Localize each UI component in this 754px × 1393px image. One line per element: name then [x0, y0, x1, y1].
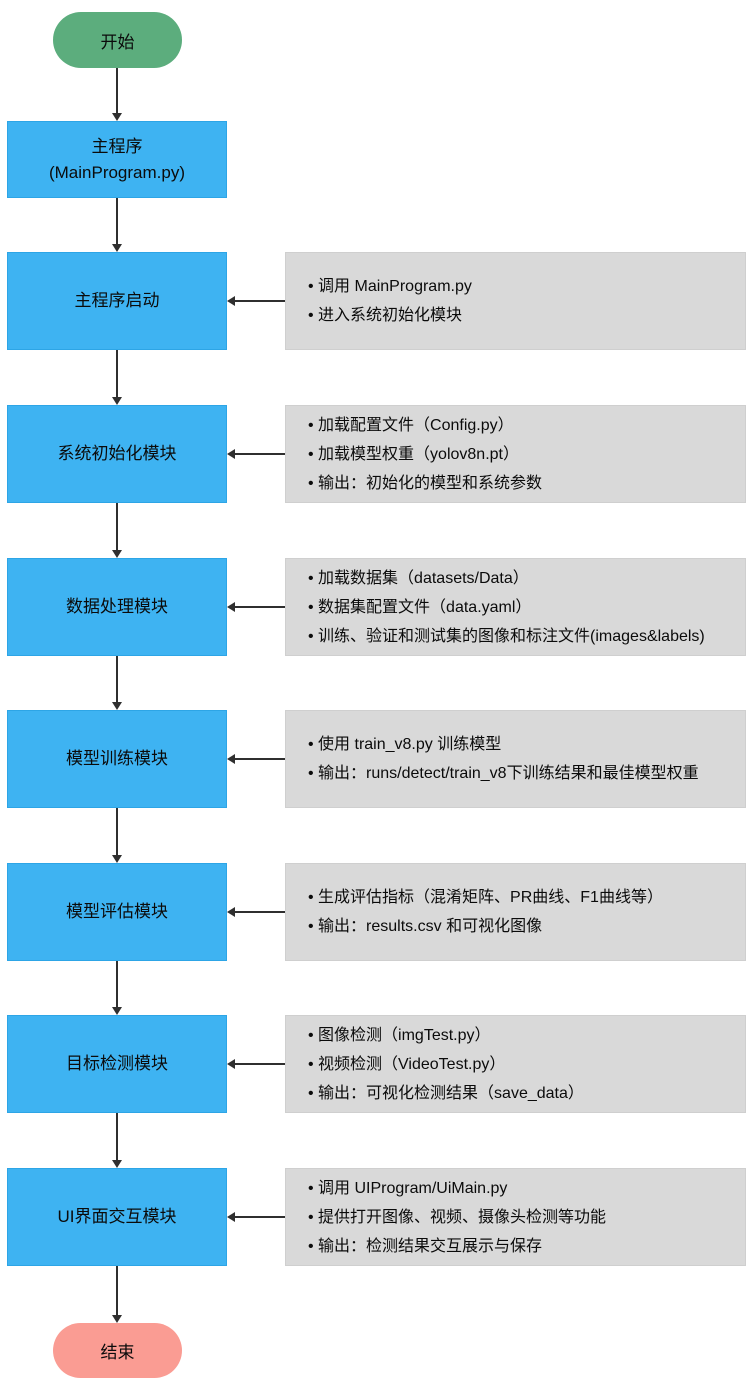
- step-label: UI界面交互模块: [57, 1207, 177, 1226]
- note-line: 使用 train_v8.py 训练模型: [308, 730, 737, 759]
- note-line: 生成评估指标（混淆矩阵、PR曲线、F1曲线等）: [308, 883, 737, 912]
- arrow-note-to-data-icon: [227, 601, 285, 613]
- note-box-launch: 调用 MainProgram.py 进入系统初始化模块: [285, 252, 746, 350]
- note-line: 输出：检测结果交互展示与保存: [308, 1232, 737, 1261]
- note-line: 进入系统初始化模块: [308, 301, 737, 330]
- note-line: 加载模型权重（yolov8n.pt）: [308, 440, 737, 469]
- arrow-note-to-detect-icon: [227, 1058, 285, 1070]
- arrow-ui-to-end-icon: [111, 1266, 123, 1323]
- note-line: 输出：results.csv 和可视化图像: [308, 912, 737, 941]
- step-label: 数据处理模块: [66, 597, 168, 616]
- arrow-data-to-train-icon: [111, 656, 123, 710]
- step-box-eval: 模型评估模块: [7, 863, 227, 961]
- note-line: 调用 MainProgram.py: [308, 272, 737, 301]
- step-label: 主程序启动: [74, 291, 160, 310]
- arrow-detect-to-ui-icon: [111, 1113, 123, 1168]
- arrow-main-to-launch-icon: [111, 198, 123, 252]
- arrow-init-to-data-icon: [111, 503, 123, 558]
- arrow-eval-to-detect-icon: [111, 961, 123, 1015]
- note-line: 提供打开图像、视频、摄像头检测等功能: [308, 1203, 737, 1232]
- note-line: 输出：初始化的模型和系统参数: [308, 469, 737, 498]
- step-label: 目标检测模块: [66, 1054, 168, 1073]
- step-box-init: 系统初始化模块: [7, 405, 227, 503]
- note-line: 训练、验证和测试集的图像和标注文件(images&labels): [308, 622, 737, 651]
- step-label: 模型训练模块: [66, 749, 168, 768]
- note-line: 视频检测（VideoTest.py）: [308, 1050, 737, 1079]
- arrow-train-to-eval-icon: [111, 808, 123, 863]
- step-box-ui: UI界面交互模块: [7, 1168, 227, 1266]
- note-line: 加载配置文件（Config.py）: [308, 411, 737, 440]
- end-node: 结束: [53, 1323, 182, 1378]
- arrow-note-to-train-icon: [227, 753, 285, 765]
- note-line: 图像检测（imgTest.py）: [308, 1021, 737, 1050]
- step-label: 系统初始化模块: [57, 444, 177, 463]
- note-box-data: 加载数据集（datasets/Data） 数据集配置文件（data.yaml） …: [285, 558, 746, 656]
- note-line: 数据集配置文件（data.yaml）: [308, 593, 737, 622]
- note-line: 加载数据集（datasets/Data）: [308, 564, 737, 593]
- note-box-detect: 图像检测（imgTest.py） 视频检测（VideoTest.py） 输出：可…: [285, 1015, 746, 1113]
- step-box-data: 数据处理模块: [7, 558, 227, 656]
- step-box-main-program: 主程序 (MainProgram.py): [7, 121, 227, 198]
- step-label: 主程序 (MainProgram.py): [48, 136, 186, 182]
- end-label: 结束: [100, 1343, 135, 1362]
- arrow-note-to-ui-icon: [227, 1211, 285, 1223]
- note-box-init: 加载配置文件（Config.py） 加载模型权重（yolov8n.pt） 输出：…: [285, 405, 746, 503]
- note-line: 调用 UIProgram/UiMain.py: [308, 1174, 737, 1203]
- start-label: 开始: [100, 32, 135, 52]
- arrow-note-to-init-icon: [227, 448, 285, 460]
- start-node: 开始: [53, 12, 182, 68]
- step-box-train: 模型训练模块: [7, 710, 227, 808]
- step-box-launch: 主程序启动: [7, 252, 227, 350]
- note-box-eval: 生成评估指标（混淆矩阵、PR曲线、F1曲线等） 输出：results.csv 和…: [285, 863, 746, 961]
- note-line: 输出：runs/detect/train_v8下训练结果和最佳模型权重: [308, 759, 737, 788]
- arrow-note-to-eval-icon: [227, 906, 285, 918]
- step-label: 模型评估模块: [66, 902, 168, 921]
- arrow-start-to-main-icon: [111, 68, 123, 121]
- note-line: 输出：可视化检测结果（save_data）: [308, 1079, 737, 1108]
- arrow-note-to-launch-icon: [227, 295, 285, 307]
- arrow-launch-to-init-icon: [111, 350, 123, 405]
- note-box-ui: 调用 UIProgram/UiMain.py 提供打开图像、视频、摄像头检测等功…: [285, 1168, 746, 1266]
- step-box-detect: 目标检测模块: [7, 1015, 227, 1113]
- note-box-train: 使用 train_v8.py 训练模型 输出：runs/detect/train…: [285, 710, 746, 808]
